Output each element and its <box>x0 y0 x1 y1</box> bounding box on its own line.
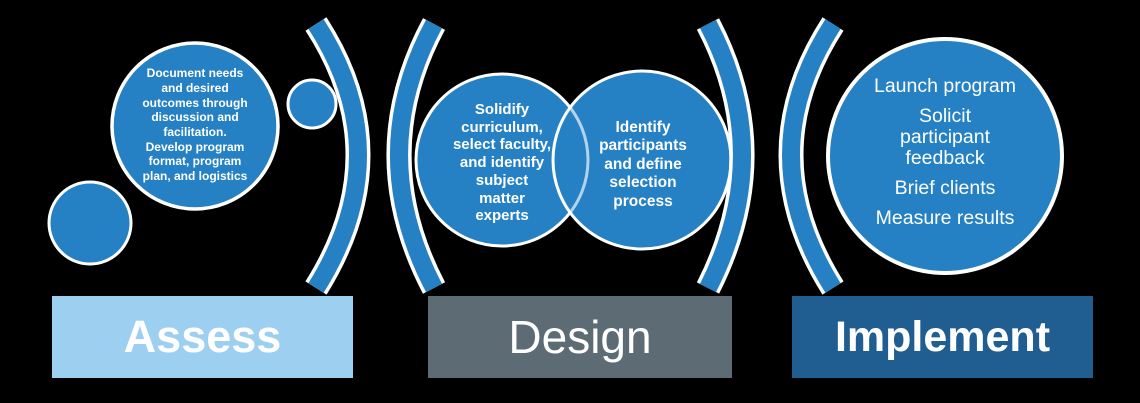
assess-bubble-line: facilitation. <box>163 125 227 139</box>
implement-bubble-line: participant <box>900 125 990 148</box>
design-left-bubble-line: Solidify <box>474 100 530 118</box>
design-left-bubble-line: experts <box>475 207 529 225</box>
divider1-left-arc <box>390 19 442 293</box>
divider2-left-arc <box>782 19 841 293</box>
implement-bubble-line: Launch program <box>873 74 1016 97</box>
assess-stage-bar: Assess <box>52 296 353 378</box>
assess-bubble-line: Document needs <box>146 66 244 81</box>
assess-bubble-line: and desired <box>161 80 229 95</box>
design-left-bubble-line: select faculty, <box>452 136 552 154</box>
design-left-bubble-line: and identify <box>459 154 545 172</box>
implement-stage-bar: Implement <box>792 296 1093 378</box>
design-right-bubble-line: Identify <box>615 118 671 136</box>
design-right-circle <box>553 71 731 249</box>
design-right-bubble-text: Identify participants and define selecti… <box>563 108 723 222</box>
design-right-bubble-line: process <box>613 192 673 210</box>
design-left-bubble-line: subject <box>475 171 529 189</box>
divider2-right-arc <box>699 19 751 293</box>
design-left-bubble-text: Solidify curriculum, select faculty, and… <box>415 94 589 232</box>
assess-dot-circle <box>47 180 133 266</box>
assess-main-circle <box>110 41 280 211</box>
design-left-bubble-line: matter <box>479 189 525 207</box>
assess-bubble-line: outcomes through <box>142 95 248 110</box>
implement-bubble-item: Launch program <box>873 74 1016 97</box>
assess-bubble-text: Document needs and desired outcomes thro… <box>110 54 280 196</box>
design-right-bubble-line: participants <box>599 137 687 155</box>
implement-circle <box>826 37 1064 275</box>
assess-bubble-line: discussion and <box>151 110 239 125</box>
assess-bubble-line: format, program <box>148 154 242 169</box>
assess-bubble-line: Develop program <box>145 139 245 154</box>
implement-bubble-item: Measure results <box>875 206 1015 229</box>
implement-stage-label: Implement <box>834 312 1051 361</box>
implement-bubble-line: Measure results <box>875 206 1015 229</box>
implement-bubble-line: feedback <box>905 146 985 169</box>
design-stage-label: Design <box>508 311 652 363</box>
design-left-circle-overlap-edge <box>553 72 590 248</box>
implement-bubble-item: Solicit participant feedback <box>900 104 990 169</box>
assess-bubble-line: plan, and logistics <box>142 169 248 184</box>
assess-stage-label: Assess <box>123 311 282 362</box>
design-right-bubble-line: selection <box>609 174 677 192</box>
divider1-right-arc <box>308 19 367 293</box>
implement-bubble-line: Solicit <box>918 104 972 127</box>
design-left-bubble-line: curriculum, <box>461 118 543 136</box>
assess-small-circle <box>286 78 338 130</box>
design-stage-bar: Design <box>428 296 732 378</box>
implement-bubble-line: Brief clients <box>894 176 996 199</box>
design-right-bubble-line: and define <box>604 155 682 173</box>
implement-bubble-text: Launch program Solicit participant feedb… <box>830 48 1060 256</box>
implement-bubble-item: Brief clients <box>894 176 996 199</box>
